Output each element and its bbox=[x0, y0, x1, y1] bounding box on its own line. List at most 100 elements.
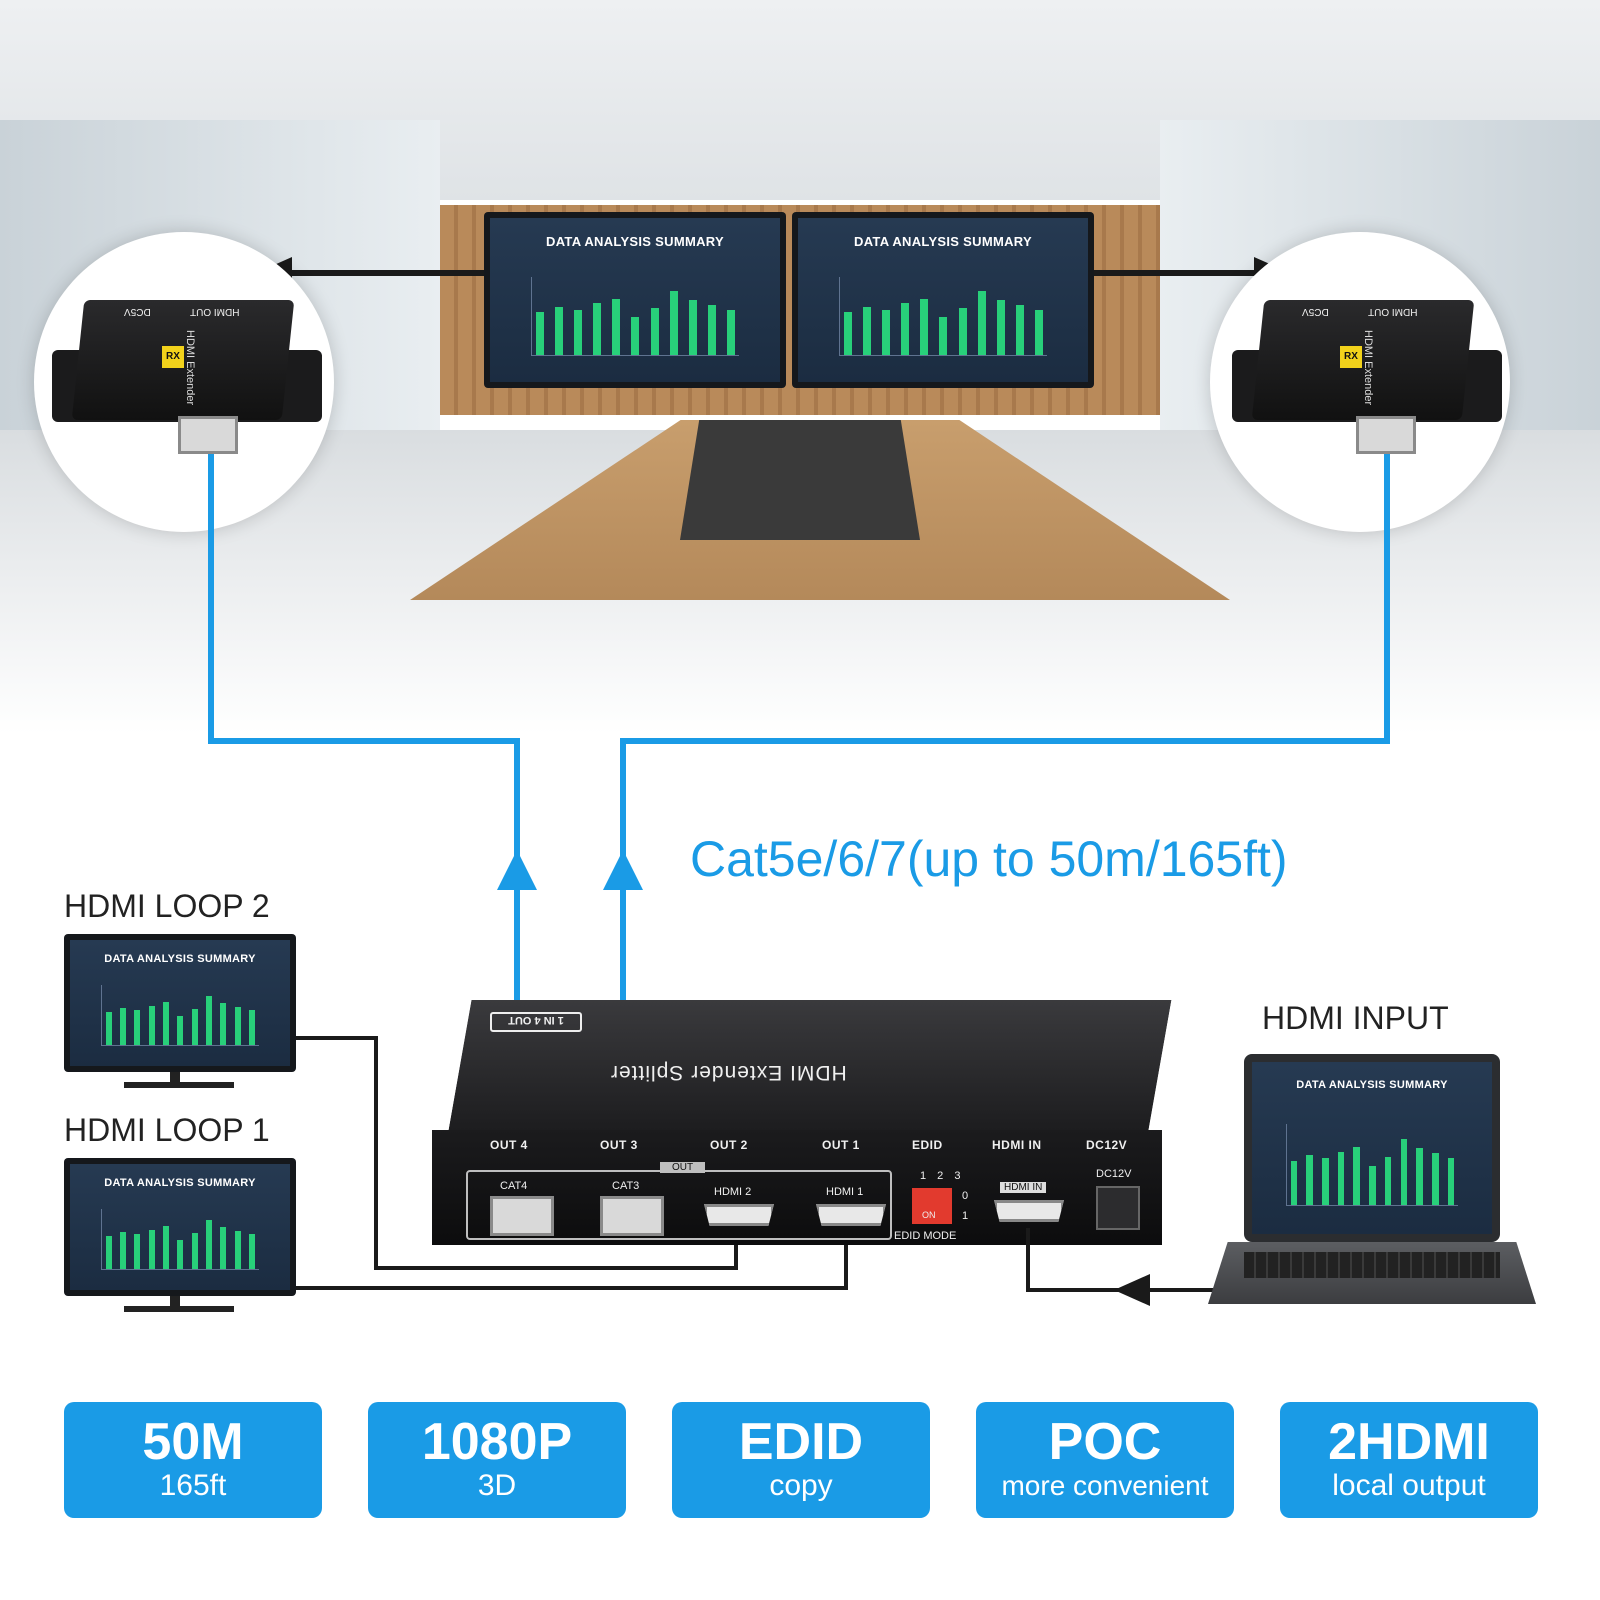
wall-screen-right: DATA ANALYSIS SUMMARY bbox=[792, 212, 1094, 388]
screen-bar bbox=[688, 300, 697, 355]
screen-bar bbox=[612, 298, 621, 355]
screen-bar bbox=[862, 306, 871, 355]
screen-bar bbox=[708, 305, 717, 355]
feature-subtitle: 165ft bbox=[159, 1469, 227, 1502]
receiver-dc-label: DC5V bbox=[124, 306, 151, 317]
dc-power-jack[interactable] bbox=[1096, 1186, 1140, 1230]
screen-bar bbox=[1384, 1156, 1392, 1206]
dc12v-label: DC12V bbox=[1086, 1138, 1128, 1152]
hdmi-loop-1-label: HDMI LOOP 1 bbox=[64, 1112, 270, 1148]
arrow-up-icon bbox=[497, 850, 537, 890]
screen-title: DATA ANALYSIS SUMMARY bbox=[854, 234, 1032, 250]
screen-bar-chart bbox=[838, 277, 1048, 356]
screen-bar-chart bbox=[1285, 1123, 1459, 1207]
edid-dip-switch[interactable] bbox=[912, 1188, 952, 1224]
screen-bar bbox=[134, 1234, 141, 1269]
rj45-port-cat4[interactable] bbox=[490, 1196, 554, 1236]
receiver-tag: RX bbox=[1340, 346, 1362, 368]
screen-bar bbox=[120, 1007, 127, 1045]
receiver-tag: RX bbox=[162, 346, 184, 368]
cat-cable-right-vertical bbox=[1384, 454, 1390, 744]
conference-table-center bbox=[680, 420, 920, 540]
screen-bar bbox=[220, 1003, 227, 1045]
screen-bar bbox=[843, 312, 852, 355]
monitor-stand-neck bbox=[170, 1072, 180, 1084]
feature-subtitle: copy bbox=[769, 1469, 833, 1502]
screen-bar bbox=[1016, 305, 1025, 355]
screen-bar bbox=[1035, 309, 1044, 355]
monitor-stand-base bbox=[124, 1306, 234, 1312]
out2-label: OUT 2 bbox=[710, 1138, 748, 1152]
feature-subtitle: more convenient bbox=[1001, 1470, 1209, 1501]
feature-subtitle: local output bbox=[1332, 1469, 1486, 1502]
screen-bar bbox=[249, 1010, 256, 1045]
screen-bar bbox=[1432, 1153, 1439, 1206]
rj45-port-cat3[interactable] bbox=[600, 1196, 664, 1236]
monitor-stand-base bbox=[124, 1082, 234, 1088]
receiver-hdmi-out-label: HDMI OUT bbox=[190, 306, 240, 317]
out4-label: OUT 4 bbox=[490, 1138, 528, 1152]
hdmi-cable-loop1-bottom bbox=[296, 1286, 848, 1290]
hdmi-in-label: HDMI IN bbox=[992, 1138, 1042, 1152]
screen-bar bbox=[1306, 1154, 1313, 1206]
screen-bar bbox=[631, 317, 640, 355]
edid-label: EDID bbox=[912, 1138, 943, 1152]
screen-display: DATA ANALYSIS SUMMARY bbox=[798, 218, 1088, 382]
screen-bar bbox=[977, 291, 986, 355]
screen-title: DATA ANALYSIS SUMMARY bbox=[546, 234, 724, 250]
hdmi-port-2[interactable] bbox=[704, 1204, 774, 1226]
screen-bar bbox=[996, 300, 1005, 355]
arrow-up-icon bbox=[603, 850, 643, 890]
cat-cable-left-horizontal bbox=[208, 738, 520, 744]
hdmi-loop-2-label: HDMI LOOP 2 bbox=[64, 888, 270, 924]
screen-bar-chart bbox=[100, 1209, 260, 1270]
out-group-label: OUT bbox=[660, 1162, 706, 1173]
screen-bar bbox=[650, 308, 659, 355]
screen-bar bbox=[1322, 1158, 1329, 1206]
feature-title: POC bbox=[1048, 1413, 1162, 1471]
hdmi-cable-loop2 bbox=[296, 1036, 378, 1040]
edid-mode-label: EDID MODE bbox=[894, 1230, 957, 1242]
screen-bar bbox=[163, 1002, 170, 1045]
hdmi-port-1[interactable] bbox=[816, 1204, 886, 1226]
loop-monitor-1: DATA ANALYSIS SUMMARY bbox=[64, 1158, 296, 1296]
out3-label: OUT 3 bbox=[600, 1138, 638, 1152]
rj45-port bbox=[178, 416, 238, 454]
screen-bar bbox=[958, 308, 967, 355]
laptop-lid: DATA ANALYSIS SUMMARY bbox=[1244, 1054, 1500, 1242]
screen-bar bbox=[1447, 1158, 1455, 1206]
screen-bar bbox=[669, 291, 678, 355]
screen-title: DATA ANALYSIS SUMMARY bbox=[1296, 1079, 1448, 1092]
monitor-stand-neck bbox=[170, 1296, 180, 1308]
hdmi-cable-loop2-bottom bbox=[374, 1266, 738, 1270]
splitter-badge: 1 IN 4 OUT bbox=[490, 1012, 582, 1032]
dip-numbers: 1 2 3 bbox=[920, 1170, 965, 1182]
feature-edid: EDID copy bbox=[672, 1402, 930, 1518]
cat-cable-out4 bbox=[514, 738, 520, 1188]
screen-bar bbox=[1353, 1146, 1361, 1206]
feature-title: 2HDMI bbox=[1328, 1413, 1490, 1471]
hdmi-in-port[interactable] bbox=[994, 1200, 1064, 1222]
screen-display: DATA ANALYSIS SUMMARY bbox=[490, 218, 780, 382]
screen-bar bbox=[1290, 1160, 1298, 1206]
screen-bar bbox=[105, 1236, 112, 1269]
hdmi-input-label: HDMI INPUT bbox=[1262, 1000, 1449, 1036]
cat4-label: CAT4 bbox=[500, 1180, 528, 1192]
feature-subtitle: 3D bbox=[477, 1469, 517, 1502]
screen-bar bbox=[148, 1005, 155, 1045]
laptop-screen: DATA ANALYSIS SUMMARY bbox=[1252, 1062, 1492, 1234]
screen-bar bbox=[234, 1006, 241, 1045]
screen-bar bbox=[220, 1227, 227, 1269]
out1-label: OUT 1 bbox=[822, 1138, 860, 1152]
wall-screen-left: DATA ANALYSIS SUMMARY bbox=[484, 212, 786, 388]
screen-bar bbox=[191, 1233, 198, 1269]
dc-port-label: DC12V bbox=[1096, 1168, 1132, 1180]
arrow-left-icon bbox=[1114, 1274, 1150, 1306]
hdmi-in-port-label: HDMI IN bbox=[1000, 1182, 1047, 1193]
hdmi-cable-screen-left bbox=[208, 270, 484, 276]
screen-bar bbox=[148, 1229, 155, 1269]
screen-bar bbox=[134, 1010, 141, 1045]
rj45-port bbox=[1356, 416, 1416, 454]
splitter-name: HDMI Extender Splitter bbox=[610, 1061, 847, 1084]
